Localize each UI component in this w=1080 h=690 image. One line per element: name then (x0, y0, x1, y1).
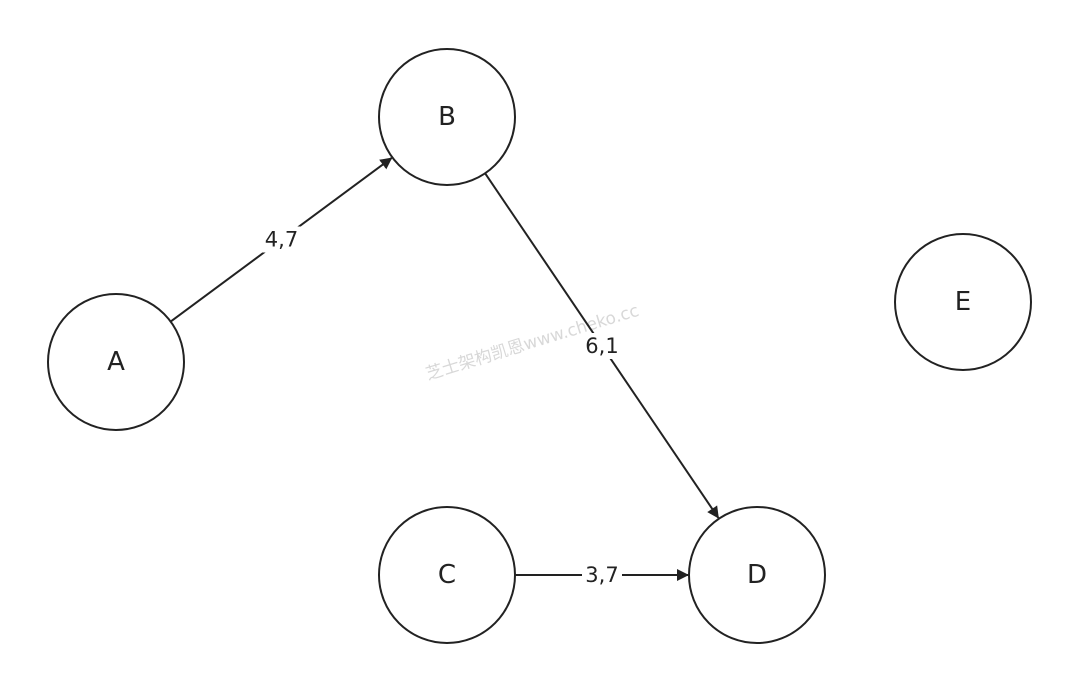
node-label: A (107, 347, 125, 377)
node-B[interactable]: B (378, 48, 516, 186)
node-D[interactable]: D (688, 506, 826, 644)
node-circle (378, 506, 516, 644)
edge-A-B: 4,7 (170, 157, 393, 323)
node-C[interactable]: C (378, 506, 516, 644)
edge-C-D: 3,7 (515, 562, 689, 588)
edge-label: 3,7 (585, 563, 618, 587)
node-label: D (747, 560, 767, 590)
node-label: B (438, 102, 456, 132)
edge-B-D: 6,1 (484, 172, 720, 519)
node-circle (378, 48, 516, 186)
edge-label: 4,7 (265, 228, 298, 252)
node-E[interactable]: E (894, 233, 1032, 371)
node-circle (47, 293, 185, 431)
edge-label-background (261, 226, 302, 253)
node-label: C (438, 560, 456, 590)
node-circle (894, 233, 1032, 371)
node-circle (688, 506, 826, 644)
node-A[interactable]: A (47, 293, 185, 431)
edge-label: 6,1 (585, 334, 618, 358)
edge-label-background (582, 333, 622, 359)
node-label: E (955, 287, 971, 317)
edge-label-background (582, 562, 622, 588)
